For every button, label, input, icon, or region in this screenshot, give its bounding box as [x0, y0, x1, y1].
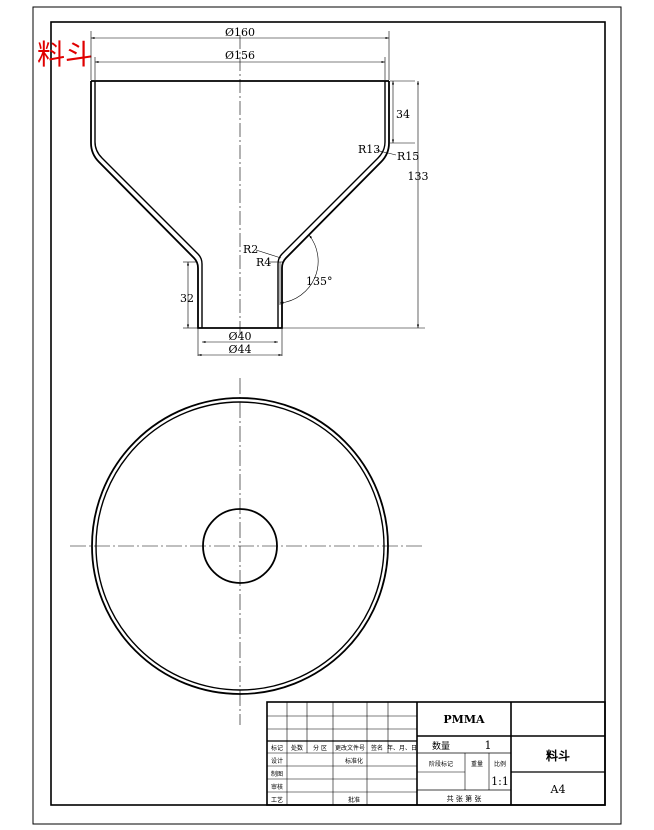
inner-rim-circle	[95, 401, 385, 691]
standardization-label: 标准化	[345, 757, 363, 765]
inner-border	[50, 21, 606, 806]
title-block	[266, 701, 606, 806]
funnel-outer-profile	[90, 81, 390, 329]
dim-inner-fillet-bottom: R2	[243, 243, 258, 256]
rev-header-count: 处数	[291, 744, 303, 752]
sheet-size-label: A4	[550, 783, 566, 796]
rev-header-sign: 签名	[371, 744, 383, 752]
front-view: Ø160 Ø156 34 133 R13 R15 R2 R4 135° 3	[90, 26, 429, 357]
spout-circle	[202, 508, 278, 584]
rev-header-file: 更改文件号	[335, 744, 365, 752]
dim-outer-fillet-bottom: R4	[256, 256, 271, 269]
dim-spout-inner-diameter: Ø40	[228, 330, 251, 343]
top-view	[70, 378, 422, 725]
scale-label: 比例	[494, 760, 506, 768]
dim-cone-angle: 135°	[306, 275, 333, 288]
weight-label: 重量	[471, 760, 483, 768]
dim-inner-fillet-top: R13	[358, 143, 380, 156]
scale-value: 1:1	[491, 775, 509, 788]
material-label: PMMA	[443, 713, 485, 726]
dim-spout-length: 32	[180, 292, 194, 305]
dim-arc-cone-angle	[279, 234, 319, 304]
design-label: 设计	[271, 757, 283, 765]
quantity-label: 数量	[432, 740, 450, 752]
quantity-value: 1	[485, 739, 492, 752]
rev-header-mark: 标记	[271, 744, 283, 752]
funnel-inner-profile	[94, 81, 386, 328]
part-name-label: 料斗	[546, 748, 570, 763]
drafting-label: 制图	[271, 770, 283, 778]
outer-border	[32, 6, 622, 825]
process-label: 工艺	[271, 796, 283, 804]
dim-top-inner-diameter: Ø156	[225, 49, 255, 62]
dim-outer-fillet-top: R15	[397, 150, 419, 163]
dim-total-height: 133	[408, 170, 429, 183]
dim-cylinder-height: 34	[396, 108, 410, 121]
review-label: 审核	[271, 783, 283, 791]
sheets-label: 共 张 第 张	[447, 794, 482, 803]
rev-header-date: 年、月、日	[387, 744, 417, 752]
outer-rim-circle	[91, 397, 389, 695]
approve-label: 批准	[348, 796, 360, 804]
part-title-mark: 料斗	[37, 38, 93, 71]
title-block-text: PMMA 数量 1 料斗 A4 阶段标记 重量 比例 1:1 共 张 第 张 标…	[271, 713, 570, 804]
dim-top-outer-diameter: Ø160	[225, 26, 255, 39]
dim-spout-outer-diameter: Ø44	[228, 343, 251, 356]
stage-mark-label: 阶段标记	[429, 760, 453, 768]
rev-header-zone: 分 区	[313, 744, 327, 752]
